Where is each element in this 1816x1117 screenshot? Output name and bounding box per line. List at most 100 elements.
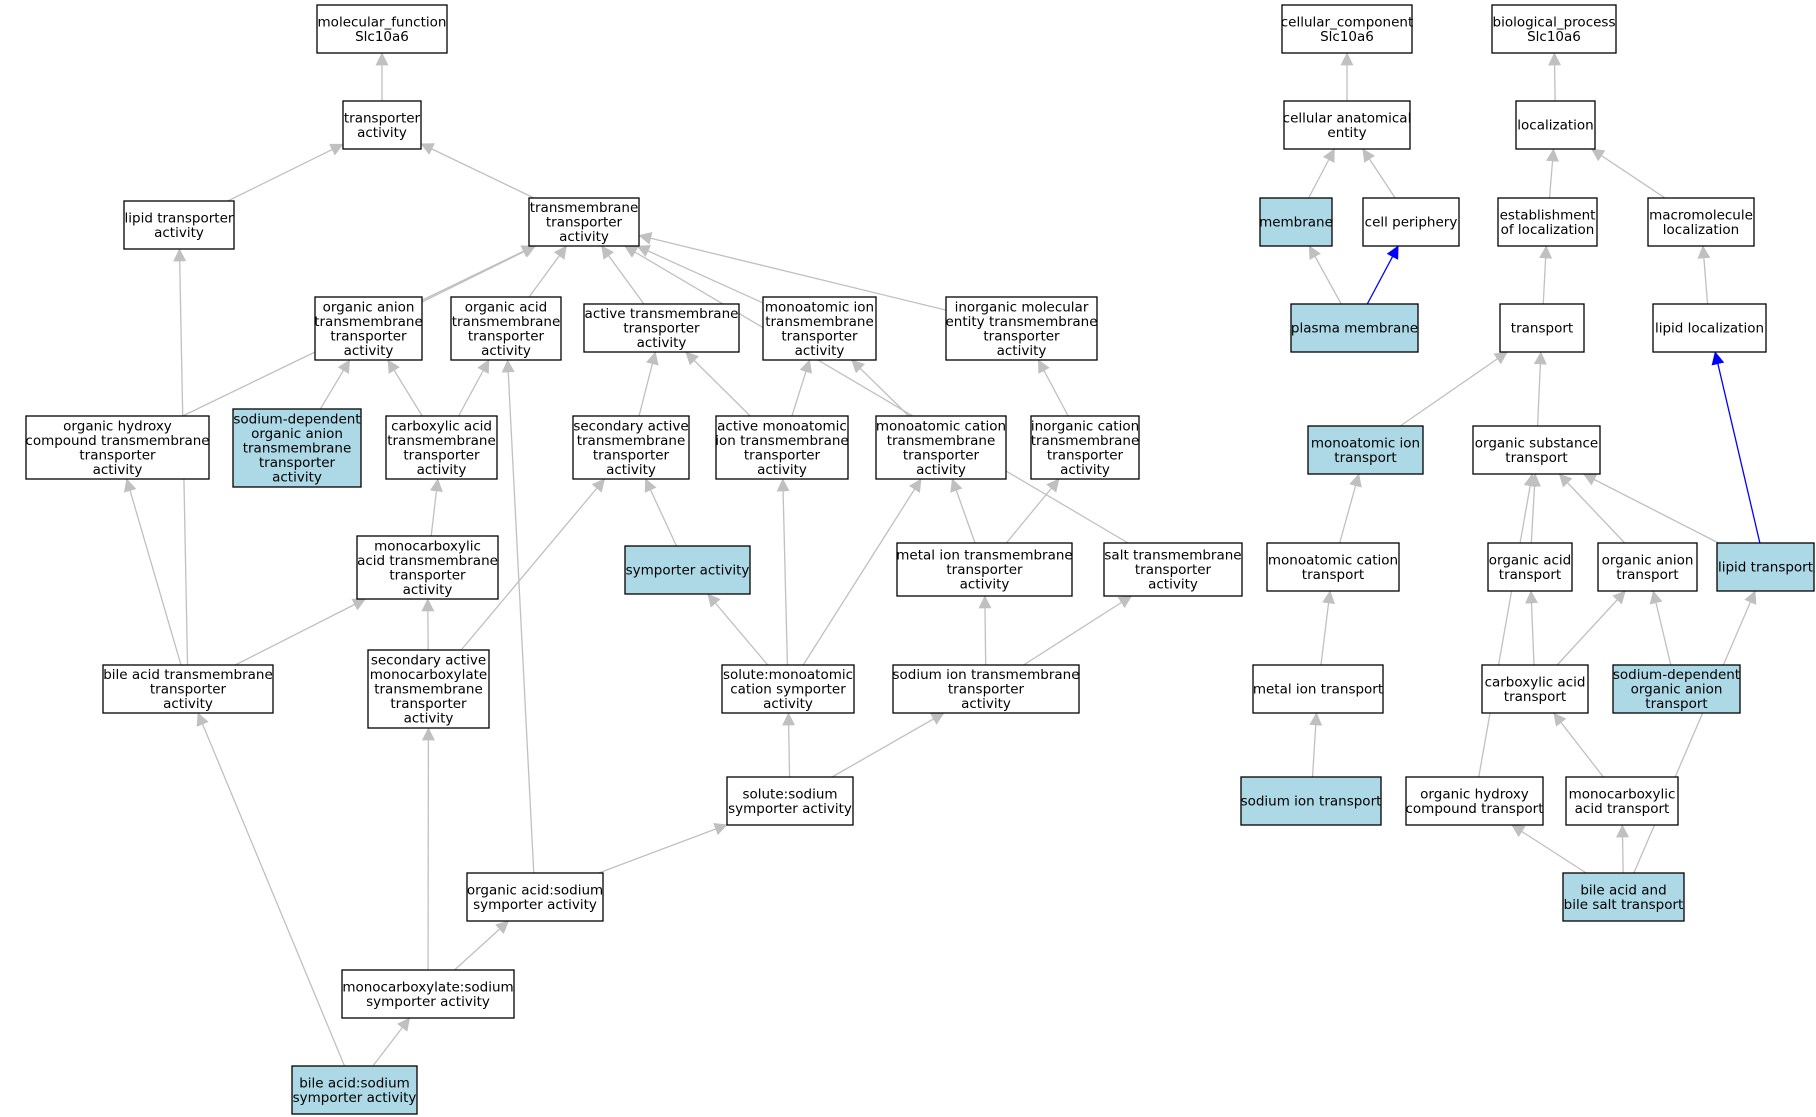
node-label-line: transporter [1047,447,1124,463]
node-icta[interactable]: inorganic cationtransmembranetransporter… [1030,415,1140,480]
node-label-line: activity [559,229,609,245]
node-sym[interactable]: symporter activity [624,545,751,595]
node-label-line: transporter [593,447,670,463]
edge-ohct-to-ost [1478,473,1537,778]
node-oata[interactable]: organic aniontransmembranetransporteract… [314,296,423,361]
node-ll[interactable]: lipid localization [1652,303,1767,353]
node-mitta[interactable]: metal ion transmembranetransporteractivi… [896,542,1073,597]
node-mitr[interactable]: metal ion transport [1252,664,1384,714]
edge-babs-to-ohct [1511,824,1587,874]
node-label-line: organic hydroxy [63,418,172,434]
node-box [1612,664,1741,714]
node-mem[interactable]: membrane [1259,197,1333,247]
node-label-line: transporter [259,455,336,471]
node-label-line: activity [960,577,1010,593]
node-pm[interactable]: plasma membrane [1290,303,1419,353]
node-label-line: transmembrane [577,433,686,449]
node-sit[interactable]: sodium ion transport [1240,776,1382,826]
node-label-line: transport [1302,567,1364,583]
edge-mit-to-tr [1399,351,1508,427]
node-label-line: transport [1645,696,1707,712]
node-label-line: compound transmembrane [25,433,209,449]
node-label-line: symporter activity [728,801,852,817]
edge-amita-to-atta [685,351,751,417]
edge-mcat-to-cat [1553,712,1604,778]
node-oacta[interactable]: organic acidtransmembranetransporteracti… [450,296,562,361]
node-samc[interactable]: secondary activemonocarboxylatetransmemb… [367,649,490,729]
edge-oass-to-oacta [501,359,535,874]
node-label-line: salt transmembrane [1104,548,1241,564]
edge-smcs-to-mcta [802,478,922,666]
node-label-line: symporter activity [626,563,750,579]
node-sata[interactable]: secondary activetransmembranetransporter… [572,415,690,480]
edge-bata-to-mcata [235,598,366,666]
node-label-line: Slc10a6 [355,29,409,45]
edge-sss-to-sita [831,712,945,778]
node-label-line: monocarboxylate [370,667,488,683]
node-mcta[interactable]: monoatomic cationtransmembranetransporte… [875,415,1007,480]
node-cata[interactable]: carboxylic acidtransmembranetransportera… [385,415,498,480]
edge-cat-to-oat [1524,590,1538,666]
node-loc[interactable]: localization [1515,100,1596,150]
edge-bata-to-ohcta [123,478,182,666]
edge-salt-to-tmta [624,245,1129,544]
node-box [715,415,849,480]
node-bata[interactable]: bile acid transmembranetransporteractivi… [102,664,274,714]
edge-sita-to-salt [1023,595,1133,666]
node-label-line: organic acid:sodium [467,882,603,898]
node-mita[interactable]: monoatomic iontransmembranetransporterac… [762,296,877,361]
node-label-line: entity [1327,125,1366,141]
node-tr[interactable]: transport [1499,303,1585,353]
node-box [762,296,877,361]
edge-oant-to-ost [1558,473,1626,544]
node-box [1252,664,1384,714]
node-box [1103,542,1243,597]
node-label-line: acid transport [1575,801,1670,817]
edge-cata-to-oata [387,359,423,417]
node-label-line: monoatomic cation [876,418,1006,434]
edge-oacta-to-tmta [528,245,567,298]
node-lt[interactable]: lipid transport [1716,542,1815,592]
node-label-line: symporter activity [293,1090,417,1106]
node-label-line: solute:sodium [742,786,837,802]
edge-lt-to-ost [1582,473,1719,544]
node-sita[interactable]: sodium ion transmembranetransporteractiv… [892,664,1080,714]
node-label-line: organic hydroxy [1420,786,1529,802]
edge-sdoa-to-oata [319,359,351,410]
node-box [1562,872,1685,922]
node-cp[interactable]: cell periphery [1362,197,1460,247]
node-label-line: acid transmembrane [357,553,498,569]
node-label-line: compound transport [1405,801,1543,817]
